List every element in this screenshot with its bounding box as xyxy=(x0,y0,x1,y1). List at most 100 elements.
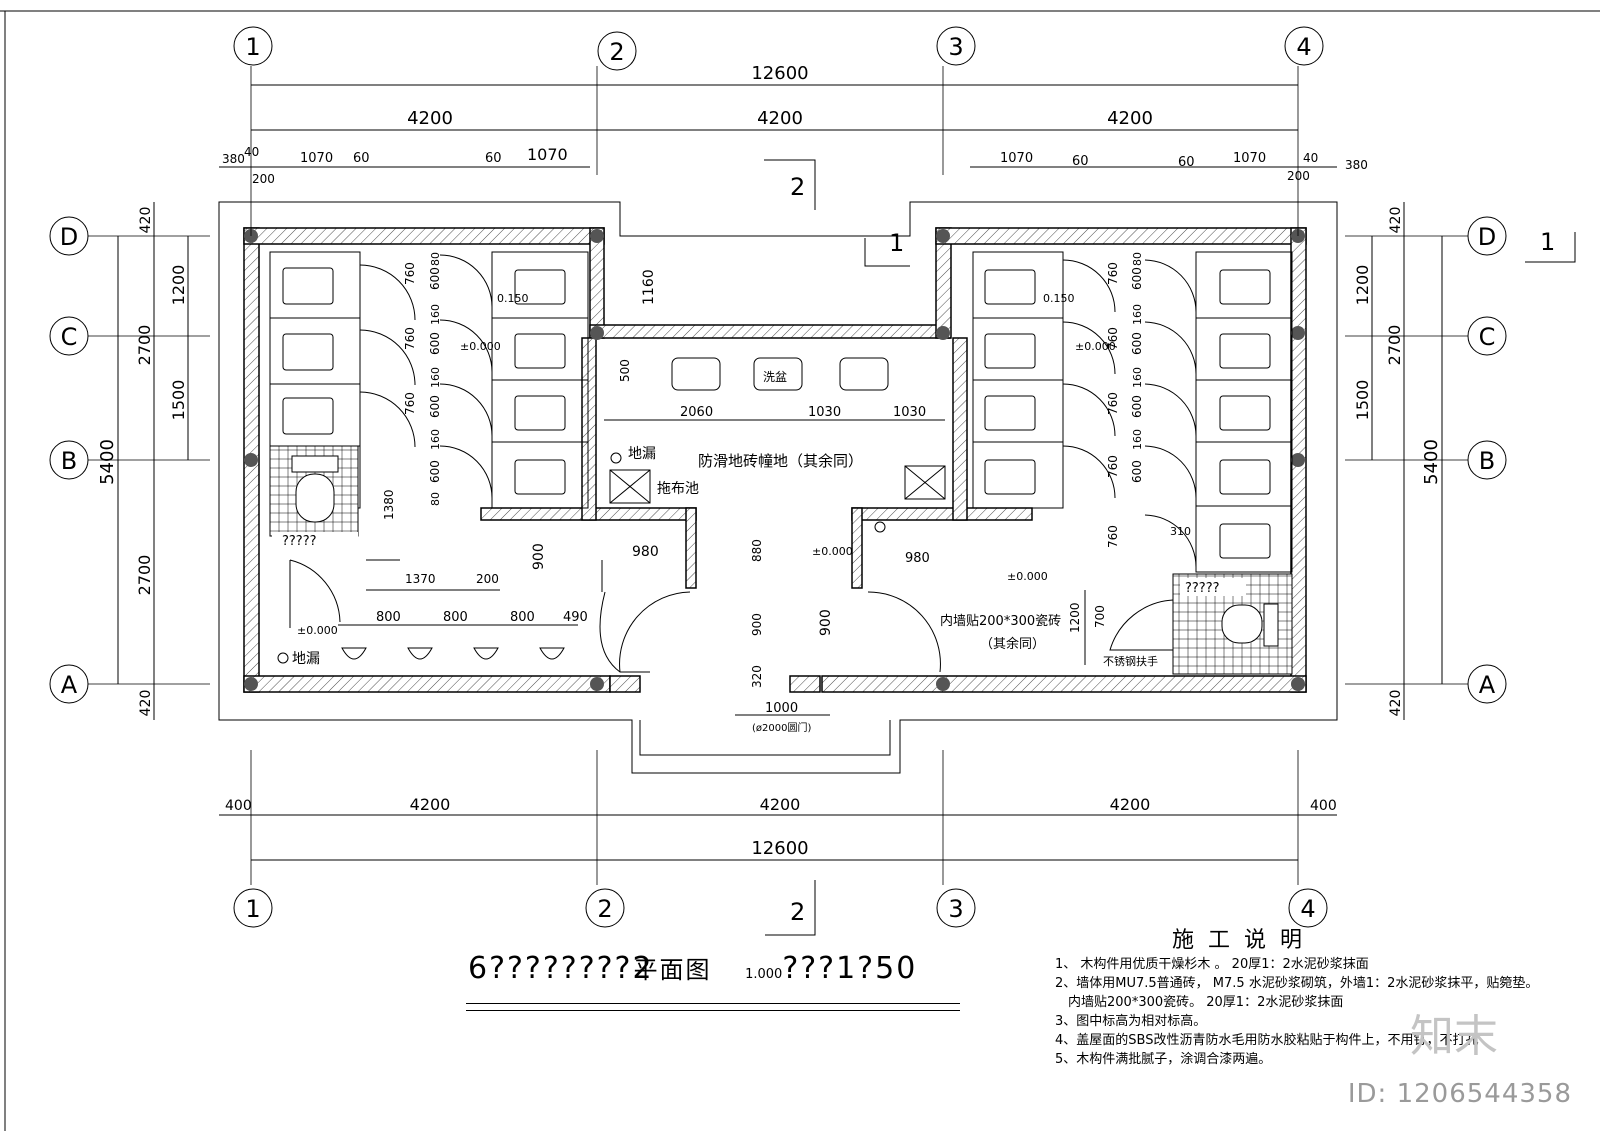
watermark-id: ID: 1206544358 xyxy=(1347,1079,1572,1109)
floor-drain-left: 地漏 xyxy=(292,651,320,667)
dim-rstall-760-4: 760 xyxy=(1106,455,1120,478)
grid-label-4-top: 4 xyxy=(1296,33,1311,61)
dim-notch-1160: 1160 xyxy=(641,269,657,305)
dim-bottom-400-left: 400 xyxy=(225,798,252,814)
dim-stall-160-2: 160 xyxy=(429,367,442,388)
grid-label-d-right: D xyxy=(1478,223,1496,251)
drawing-title: 6????????2平面图 1.000???1?50 xyxy=(468,950,917,986)
grid-label-b-left: B xyxy=(61,447,77,475)
dim-top-left-1070b: 1070 xyxy=(527,145,568,164)
dim-left-2700-bottom: 2700 xyxy=(135,555,154,596)
dim-stall-80-top: 80 xyxy=(429,252,442,266)
grid-lines-vertical xyxy=(250,66,1299,885)
note-item: 内墙贴200*300瓷砖。 20厚1：2水泥砂浆抹面 xyxy=(1055,995,1344,1010)
handrail-label: 不锈钢扶手 xyxy=(1103,654,1158,668)
note-item: 1、 木构件用优质干燥杉木 。 20厚1：2水泥砂浆抹面 xyxy=(1055,957,1369,972)
dim-top-left-200: 200 xyxy=(252,172,275,186)
dim-stall-600-1: 600 xyxy=(428,267,442,290)
grid-lines-horizontal xyxy=(88,235,1468,685)
grid-label-1-bottom: 1 xyxy=(245,895,260,923)
dim-top-left-40: 40 xyxy=(244,145,259,159)
dim-top-right-60a: 60 xyxy=(1072,154,1089,169)
dim-top-left-60a: 60 xyxy=(353,151,370,166)
grid-label-2-bottom: 2 xyxy=(597,895,612,923)
dim-sink-500: 500 xyxy=(618,359,632,382)
dim-stall-80-bottom: 80 xyxy=(429,492,442,506)
dim-top-right-40: 40 xyxy=(1303,151,1318,165)
grid-label-a-right: A xyxy=(1479,671,1496,699)
dim-passage-900-left: 900 xyxy=(750,613,764,636)
title-underline-1 xyxy=(466,1003,960,1004)
dim-top-left-380: 380 xyxy=(222,152,245,166)
elev-right-corridor: ±0.000 xyxy=(1007,570,1048,583)
dim-bay-top-3: 4200 xyxy=(1107,108,1153,129)
dim-rstall-160-2: 160 xyxy=(1131,367,1144,388)
dim-left-2700-top: 2700 xyxy=(135,325,154,366)
left-dimensions: 5400 420 2700 2700 420 1200 1500 xyxy=(97,202,189,720)
watermark-logo: 知末 xyxy=(1410,1011,1498,1062)
dim-rstall-760-5: 760 xyxy=(1106,525,1120,548)
dim-rstall-600-2: 600 xyxy=(1130,332,1144,355)
grid-label-d-left: D xyxy=(60,223,78,251)
section-2-bottom: 2 xyxy=(790,898,805,926)
grid-label-b-right: B xyxy=(1479,447,1495,475)
dim-top-left-1070: 1070 xyxy=(300,151,333,166)
dim-left-900: 900 xyxy=(531,543,547,570)
dim-bottom-bay-3: 4200 xyxy=(1110,795,1151,814)
dim-passage-900-right: 900 xyxy=(818,609,834,636)
dim-right-420-top: 420 xyxy=(1388,207,1404,234)
dim-rstall-760-2: 760 xyxy=(1106,327,1120,350)
dim-bottom-400-right: 400 xyxy=(1310,798,1337,814)
dim-rstall-760-3: 760 xyxy=(1106,392,1120,415)
grid-label-1-top: 1 xyxy=(245,33,260,61)
dim-right-1200: 1200 xyxy=(1068,602,1082,633)
dim-rstall-600-1: 600 xyxy=(1130,267,1144,290)
drawing-scale-prefix: 1.000 xyxy=(745,967,783,982)
dim-total-top: 12600 xyxy=(751,63,808,84)
dim-rstall-600-4: 600 xyxy=(1130,460,1144,483)
dim-top-right-380: 380 xyxy=(1345,158,1368,172)
structural-columns xyxy=(244,229,1305,691)
elev-right-stall: 0.150 xyxy=(1043,292,1075,305)
right-dimensions: 5400 420 2700 420 1200 1500 xyxy=(1353,202,1443,720)
dim-left-420-bottom: 420 xyxy=(138,690,154,717)
construction-notes: 1、 木构件用优质干燥杉木 。 20厚1：2水泥砂浆抹面 2、墙体用MU7.5普… xyxy=(1055,955,1575,1069)
wash-basin-label: 洗盆 xyxy=(763,370,787,384)
right-room-label: ????? xyxy=(1185,581,1220,596)
dim-urinal-800-3: 800 xyxy=(510,610,535,625)
dim-bottom-bay-2: 4200 xyxy=(760,795,801,814)
dim-right-1500: 1500 xyxy=(1353,380,1372,421)
grid-label-3-top: 3 xyxy=(948,33,963,61)
dim-corridor-1030-2: 1030 xyxy=(893,405,926,420)
drawing-scale: ???1?50 xyxy=(782,951,918,986)
dim-depth-total-right: 5400 xyxy=(1421,439,1442,485)
dim-passage-880: 880 xyxy=(750,539,764,562)
door-note: (ø2000圆门) xyxy=(752,721,811,734)
elev-left-stall: 0.150 xyxy=(497,292,529,305)
section-1-right: 1 xyxy=(1540,228,1555,256)
floor-drain-center: 地漏 xyxy=(628,446,656,462)
dim-right-2700: 2700 xyxy=(1385,325,1404,366)
dim-left-1380: 1380 xyxy=(382,489,396,520)
dim-depth-total-left: 5400 xyxy=(97,439,118,485)
top-dimensions: 12600 4200 4200 4200 380 40 200 1070 60 … xyxy=(219,63,1368,186)
title-underline-2 xyxy=(466,1010,960,1011)
floor-finish-label: 防滑地砖幢地（其余同） xyxy=(698,452,863,470)
drawing-title-main: 6????????2 xyxy=(468,951,654,986)
dim-rstall-80: 80 xyxy=(1131,252,1144,266)
wall-tile-label: 内墙贴200*300瓷砖 xyxy=(940,613,1061,629)
dim-corridor-2060: 2060 xyxy=(680,405,713,420)
dim-stall-760-1: 760 xyxy=(403,262,417,285)
dim-urinal-800-2: 800 xyxy=(443,610,468,625)
dim-right-1200: 1200 xyxy=(1353,265,1372,306)
dim-stall-600-3: 600 xyxy=(428,395,442,418)
dim-left-1200: 1200 xyxy=(169,265,188,306)
grid-label-3-bottom: 3 xyxy=(948,895,963,923)
dim-left-1370: 1370 xyxy=(405,572,436,586)
walls xyxy=(243,227,1307,693)
dim-top-right-60b: 60 xyxy=(1178,155,1195,170)
grid-label-c-left: C xyxy=(61,323,78,351)
dim-rstall-310: 310 xyxy=(1170,525,1191,538)
dim-left-200: 200 xyxy=(476,572,499,586)
